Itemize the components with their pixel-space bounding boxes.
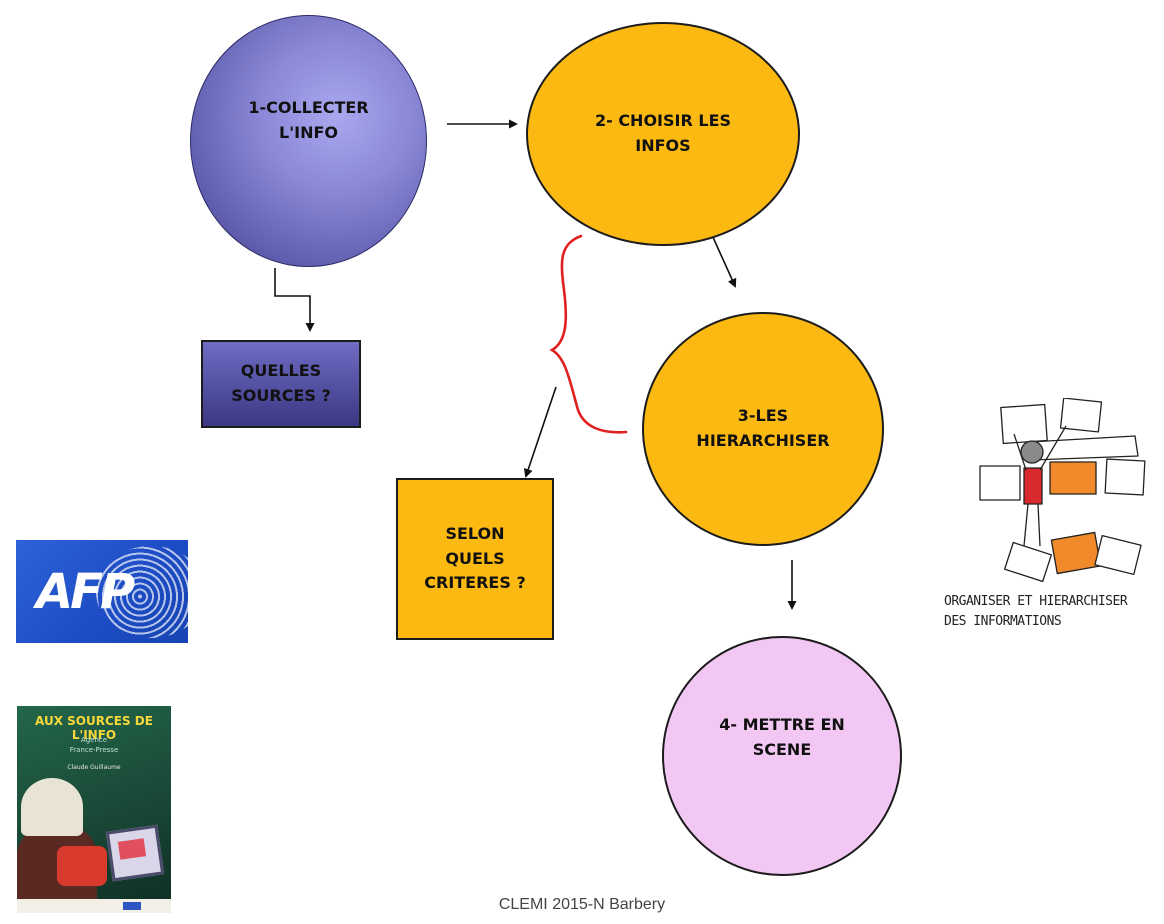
book-cover-helmet xyxy=(21,778,83,836)
book-cover-screen-image xyxy=(117,838,147,860)
book-cover-publisher-logo xyxy=(123,902,141,910)
book-cover-red-object xyxy=(57,846,107,886)
afp-logo: AFP xyxy=(16,540,188,643)
sources-question-label: QUELLES SOURCES ? xyxy=(231,361,331,405)
book-cover-author: Claude Guillaume xyxy=(67,764,121,771)
criteria-question-label: SELON QUELS CRITERES ? xyxy=(424,523,526,593)
afp-logo-text: AFP xyxy=(36,564,135,620)
red-curly-bracket xyxy=(549,234,628,434)
arrow-bracket-to-criteria xyxy=(523,386,557,478)
sources-question-box: QUELLES SOURCES ? xyxy=(201,340,361,428)
step-choose-info-node: 2- CHOISIR LES INFOS xyxy=(526,22,800,246)
criteria-question-box: SELON QUELS CRITERES ? xyxy=(396,478,554,640)
arrow-choose-to-rank xyxy=(711,234,737,288)
book-cover-image: AUX SOURCES DE L'INFO Agence France-Pres… xyxy=(17,706,171,913)
organize-sketch-illustration xyxy=(979,398,1146,583)
step-rank-label: 3-LES HIERARCHISER xyxy=(696,406,830,450)
step-choose-info-label: 2- CHOISIR LES INFOS xyxy=(594,111,732,155)
arrow-collect-to-sources xyxy=(274,268,315,332)
book-cover-title: AUX SOURCES DE L'INFO xyxy=(35,714,153,742)
illustration-caption: ORGANISER ET HIERARCHISER DES INFORMATIO… xyxy=(944,594,1128,629)
footer-credit: CLEMI 2015-N Barbery xyxy=(498,896,666,913)
step-stage-node: 4- METTRE EN SCENE xyxy=(662,636,902,876)
step-collect-info-node: 1-COLLECTER L'INFO xyxy=(190,15,427,267)
book-cover-subtitle: Agence France-Presse xyxy=(69,736,119,754)
afp-globe-graphic xyxy=(96,546,188,638)
step-rank-node: 3-LES HIERARCHISER xyxy=(642,312,884,546)
step-collect-info-label: 1-COLLECTER L'INFO xyxy=(248,98,369,142)
step-stage-label: 4- METTRE EN SCENE xyxy=(719,715,845,759)
